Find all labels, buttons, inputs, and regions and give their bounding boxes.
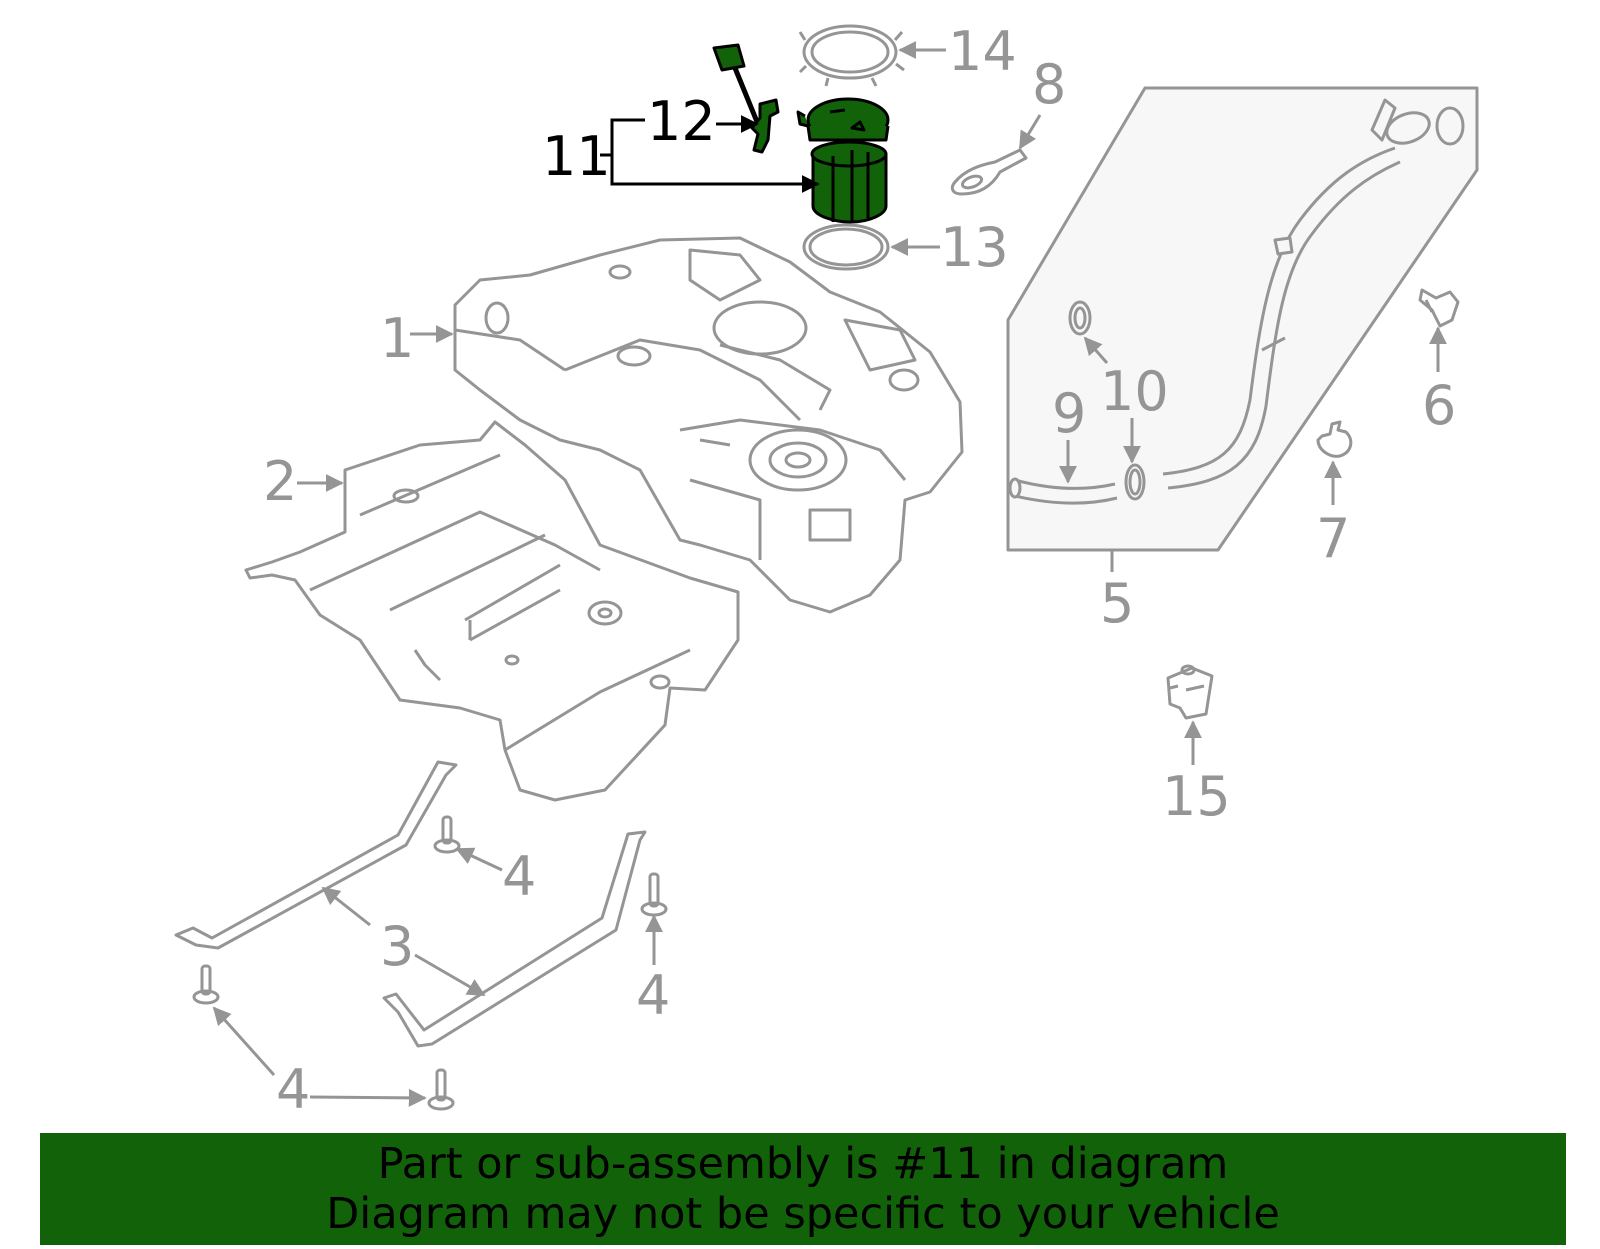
callout-13: 13 xyxy=(940,216,1009,279)
callout-8: 8 xyxy=(1032,53,1066,116)
callout-12: 12 xyxy=(647,90,716,153)
seal-ring-part xyxy=(802,223,890,271)
callout-2: 2 xyxy=(263,450,297,513)
fuel-level-sender-part xyxy=(712,43,780,154)
lock-ring-part xyxy=(798,24,905,87)
banner-line-disclaimer: Diagram may not be specific to your vehi… xyxy=(326,1189,1280,1239)
callout-4: 4 xyxy=(276,1058,310,1121)
callout-14: 14 xyxy=(948,20,1017,83)
info-banner: Part or sub-assembly is #11 in diagram D… xyxy=(40,1133,1566,1245)
tank-strap-part xyxy=(174,760,647,1048)
highlight-leader-lines xyxy=(600,115,820,193)
callout-4: 4 xyxy=(502,845,536,908)
fuel-pump-module-part xyxy=(796,97,890,224)
sensor-part xyxy=(1166,664,1214,720)
bolt-part xyxy=(192,815,668,1111)
callout-6: 6 xyxy=(1422,374,1456,437)
leader-lines xyxy=(212,41,1447,1107)
callout-5: 5 xyxy=(1100,572,1134,635)
callout-10: 10 xyxy=(1100,360,1169,423)
callout-3: 3 xyxy=(380,915,414,978)
callout-11: 11 xyxy=(542,125,611,188)
fuel-tank-part xyxy=(453,236,964,614)
callout-1: 1 xyxy=(380,307,414,370)
callout-7: 7 xyxy=(1316,507,1350,570)
connector-part xyxy=(950,148,1028,196)
clip-part xyxy=(1418,288,1460,328)
callout-15: 15 xyxy=(1162,765,1231,828)
callout-4: 4 xyxy=(636,964,670,1027)
heat-shield-part xyxy=(244,420,740,802)
clamp-part xyxy=(1316,420,1353,458)
callout-9: 9 xyxy=(1052,382,1086,445)
banner-line-part-number: Part or sub-assembly is #11 in diagram xyxy=(377,1139,1229,1189)
filler-pipe-assembly-part xyxy=(1006,86,1479,572)
